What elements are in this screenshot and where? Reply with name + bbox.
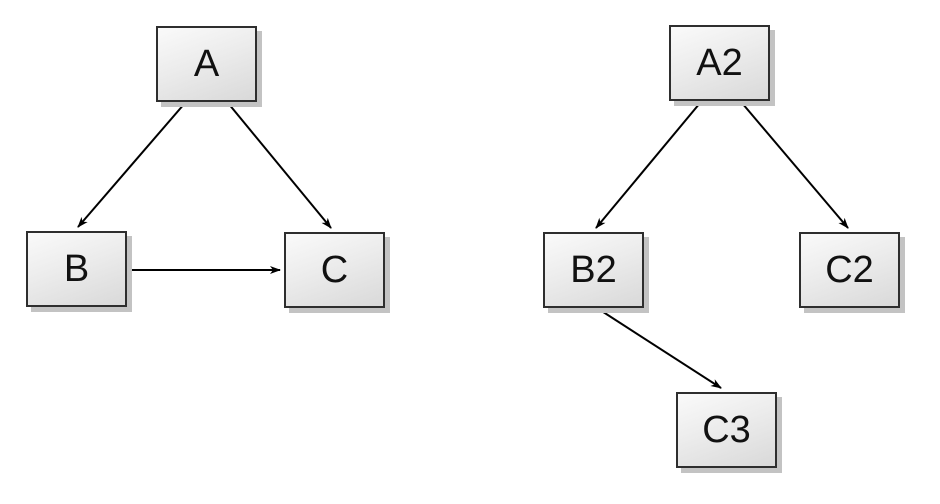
node-c2-label: C2 (825, 249, 874, 291)
node-c3[interactable]: C3 (676, 392, 777, 468)
node-b[interactable]: B (26, 231, 127, 307)
node-c2[interactable]: C2 (799, 232, 900, 308)
edge-b2-to-c3 (596, 307, 722, 389)
edge-a-to-b (77, 102, 186, 228)
node-a-label: A (193, 43, 220, 85)
node-a2[interactable]: A2 (669, 25, 770, 101)
edge-a-to-c (227, 102, 332, 229)
node-c3-label: C3 (702, 409, 751, 451)
node-b2[interactable]: B2 (543, 232, 644, 308)
edge-a2-to-b2 (595, 102, 701, 229)
node-b-label: B (63, 248, 90, 290)
node-a2-label: A2 (696, 42, 743, 84)
node-a[interactable]: A (156, 26, 257, 102)
edge-a2-to-c2 (741, 102, 849, 229)
node-c[interactable]: C (284, 232, 385, 308)
node-b2-label: B2 (570, 249, 617, 291)
node-c-label: C (320, 249, 349, 291)
